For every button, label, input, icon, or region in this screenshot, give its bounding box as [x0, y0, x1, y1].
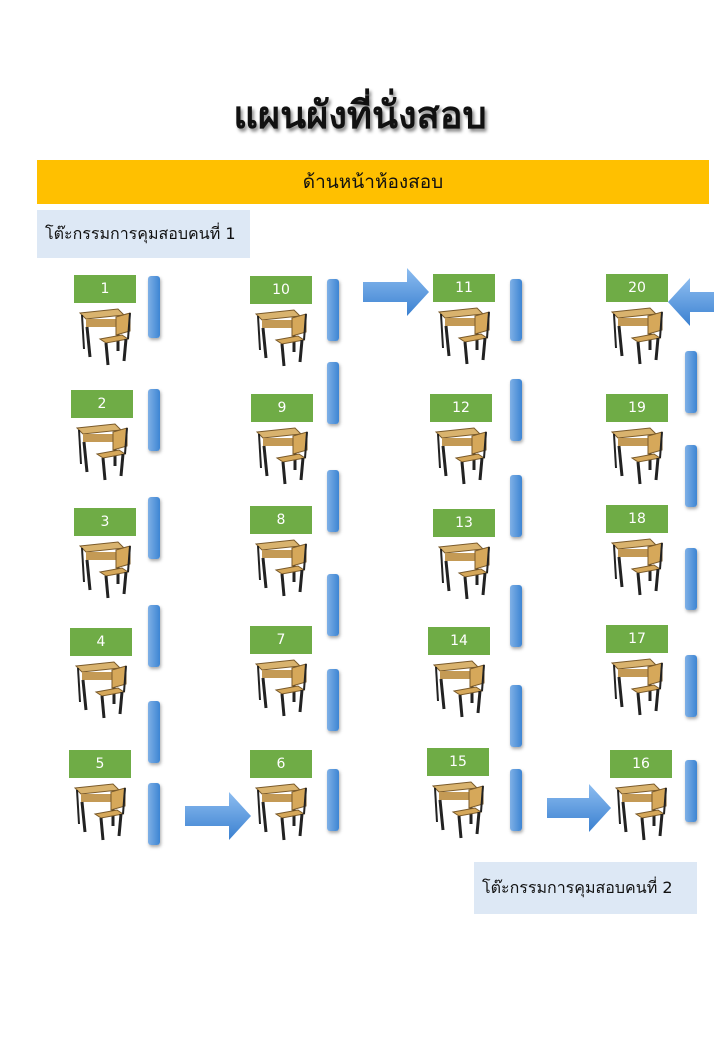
aisle-marker: [148, 497, 160, 559]
seat-number: 7: [250, 626, 312, 654]
page-title: แผนผังที่นั่งสอบ: [233, 93, 487, 137]
aisle-marker: [148, 605, 160, 667]
seat-13: 13: [433, 509, 497, 601]
seat-18: 18: [606, 505, 670, 597]
seat-number: 8: [250, 506, 312, 534]
aisle-marker: [327, 669, 339, 731]
aisle-marker: [510, 769, 522, 831]
aisle-marker: [148, 389, 160, 451]
seat-number: 13: [433, 509, 495, 537]
aisle-marker: [685, 351, 697, 413]
front-of-room-banner: ด้านหน้าห้องสอบ: [37, 160, 709, 204]
desk-chair-icon: [606, 304, 670, 366]
seat-number: 1: [74, 275, 136, 303]
seat-1: 1: [74, 275, 138, 367]
desk-chair-icon: [433, 304, 497, 366]
seat-17: 17: [606, 625, 670, 717]
aisle-marker: [327, 362, 339, 424]
desk-chair-icon: [427, 778, 491, 840]
arrow-right-icon: [363, 268, 429, 320]
seat-5: 5: [69, 750, 133, 842]
seat-number: 6: [250, 750, 312, 778]
seat-19: 19: [606, 394, 670, 486]
arrow-right-icon: [185, 792, 251, 844]
aisle-marker: [148, 701, 160, 763]
seat-number: 11: [433, 274, 495, 302]
aisle-marker: [510, 279, 522, 341]
desk-chair-icon: [610, 780, 674, 842]
seat-number: 3: [74, 508, 136, 536]
seat-20: 20: [606, 274, 670, 366]
aisle-marker: [685, 655, 697, 717]
seat-2: 2: [71, 390, 135, 482]
seat-number: 19: [606, 394, 668, 422]
aisle-marker: [327, 279, 339, 341]
desk-chair-icon: [250, 536, 314, 598]
aisle-marker: [327, 574, 339, 636]
seat-9: 9: [251, 394, 315, 486]
seat-number: 18: [606, 505, 668, 533]
seat-number: 4: [70, 628, 132, 656]
proctor-desk-1: โต๊ะกรรมการคุมสอบคนที่ 1: [37, 210, 250, 258]
seat-14: 14: [428, 627, 492, 719]
desk-chair-icon: [74, 538, 138, 600]
desk-chair-icon: [606, 424, 670, 486]
seat-number: 9: [251, 394, 313, 422]
seat-number: 10: [250, 276, 312, 304]
desk-chair-icon: [428, 657, 492, 719]
seat-8: 8: [250, 506, 314, 598]
aisle-marker: [510, 685, 522, 747]
seat-number: 15: [427, 748, 489, 776]
seat-number: 17: [606, 625, 668, 653]
seat-7: 7: [250, 626, 314, 718]
desk-chair-icon: [250, 656, 314, 718]
seat-15: 15: [427, 748, 491, 840]
seat-4: 4: [70, 628, 134, 720]
desk-chair-icon: [74, 305, 138, 367]
desk-chair-icon: [606, 535, 670, 597]
desk-chair-icon: [430, 424, 494, 486]
desk-chair-icon: [250, 306, 314, 368]
desk-chair-icon: [69, 780, 133, 842]
seat-number: 16: [610, 750, 672, 778]
desk-chair-icon: [250, 780, 314, 842]
aisle-marker: [327, 769, 339, 831]
seat-number: 14: [428, 627, 490, 655]
aisle-marker: [148, 276, 160, 338]
seat-3: 3: [74, 508, 138, 600]
seat-10: 10: [250, 276, 314, 368]
aisle-marker: [327, 470, 339, 532]
aisle-marker: [510, 379, 522, 441]
seat-11: 11: [433, 274, 497, 366]
seat-12: 12: [430, 394, 494, 486]
desk-chair-icon: [251, 424, 315, 486]
seat-number: 2: [71, 390, 133, 418]
seat-number: 20: [606, 274, 668, 302]
desk-chair-icon: [433, 539, 497, 601]
aisle-marker: [685, 445, 697, 507]
seat-number: 12: [430, 394, 492, 422]
aisle-marker: [510, 475, 522, 537]
proctor-desk-2: โต๊ะกรรมการคุมสอบคนที่ 2: [474, 862, 697, 914]
aisle-marker: [685, 760, 697, 822]
aisle-marker: [510, 585, 522, 647]
seat-16: 16: [610, 750, 674, 842]
desk-chair-icon: [71, 420, 135, 482]
desk-chair-icon: [606, 655, 670, 717]
aisle-marker: [685, 548, 697, 610]
seat-number: 5: [69, 750, 131, 778]
desk-chair-icon: [70, 658, 134, 720]
aisle-marker: [148, 783, 160, 845]
seat-6: 6: [250, 750, 314, 842]
arrow-right-icon: [547, 784, 611, 836]
arrow-left-icon: [668, 278, 714, 330]
